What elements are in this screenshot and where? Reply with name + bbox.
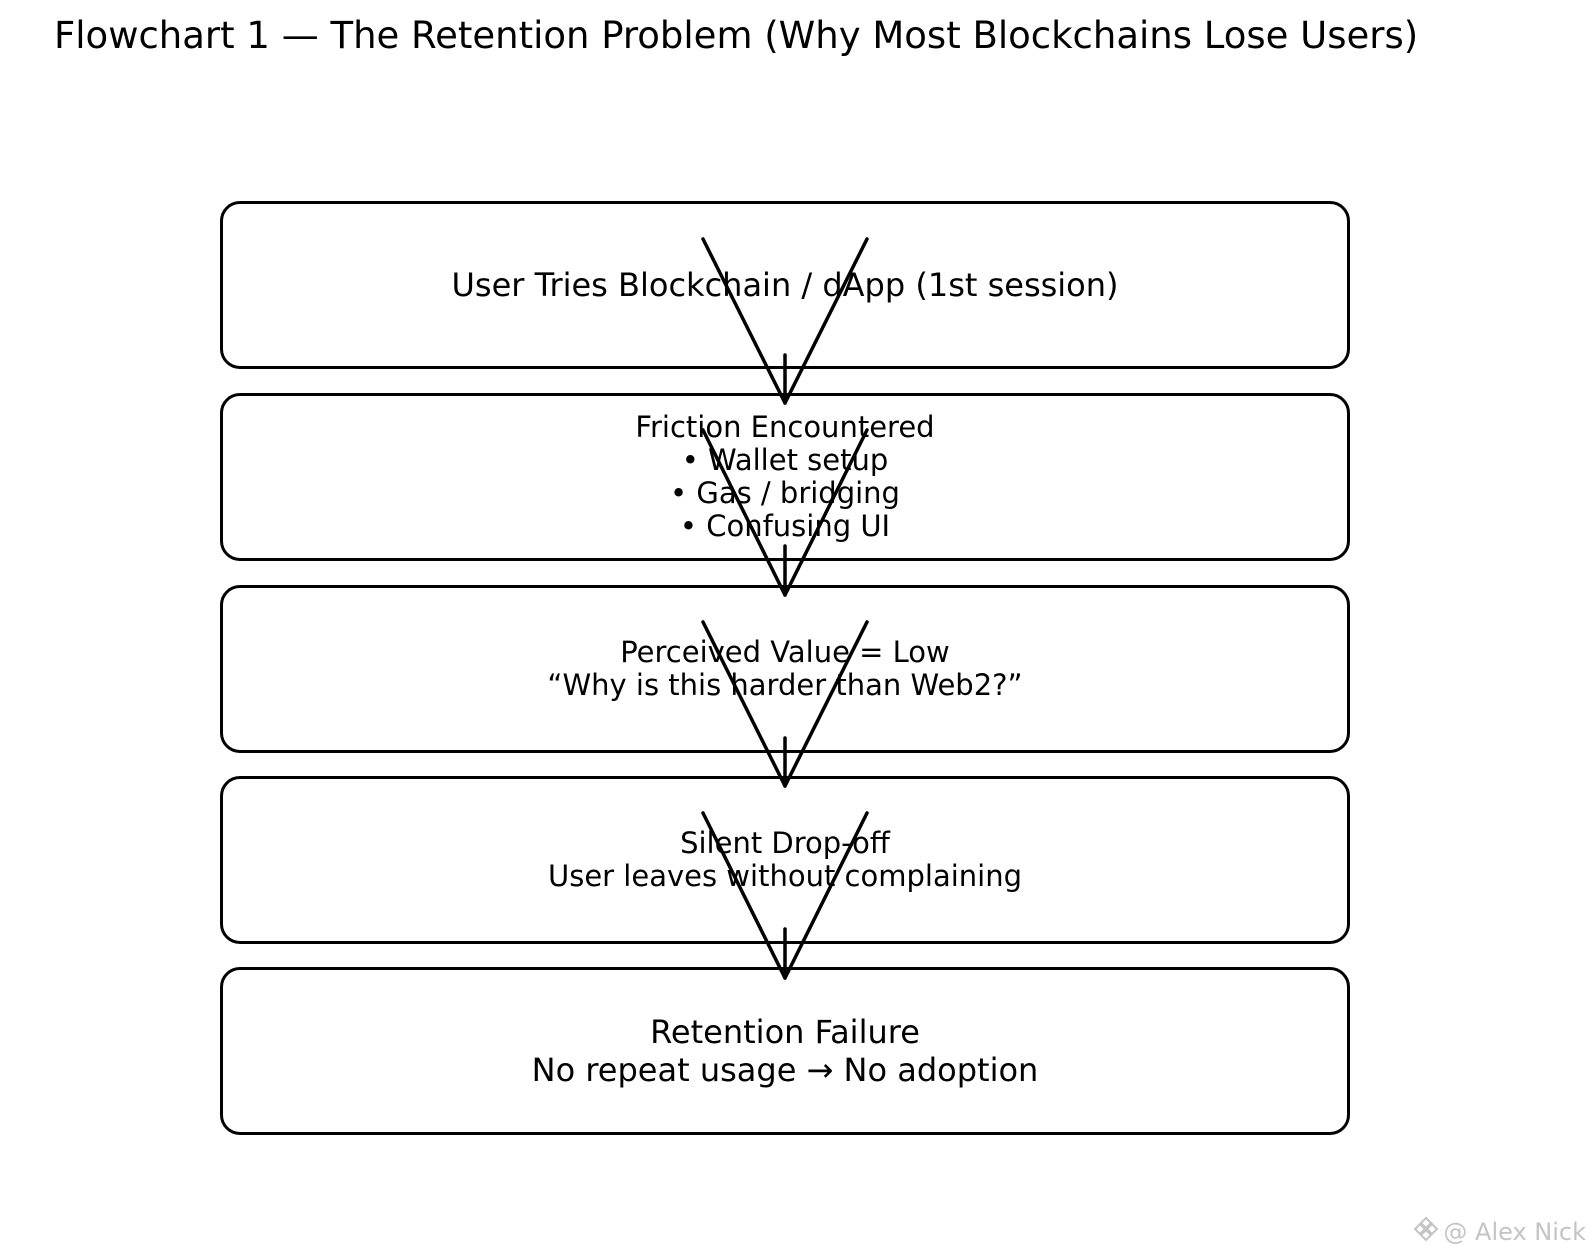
flow-node-friction: Friction Encountered • Wallet setup • Ga… (220, 393, 1350, 561)
node-heading: Perceived Value = Low (620, 635, 950, 669)
node-subtext: No repeat usage → No adoption (531, 1051, 1039, 1089)
node-bullet: • Wallet setup (681, 443, 889, 477)
node-heading: Friction Encountered (635, 410, 935, 444)
flow-node-retention-failure: Retention Failure No repeat usage → No a… (220, 967, 1350, 1135)
node-heading: Retention Failure (650, 1013, 920, 1051)
flow-node-user-tries: User Tries Blockchain / dApp (1st sessio… (220, 201, 1350, 369)
node-heading: Silent Drop-off (680, 826, 890, 860)
flow-node-silent-dropoff: Silent Drop-off User leaves without comp… (220, 776, 1350, 944)
watermark: @ Alex Nick (1413, 1216, 1586, 1248)
node-bullet: • Gas / bridging (670, 476, 900, 510)
node-subtext: “Why is this harder than Web2?” (547, 668, 1023, 702)
node-text: User Tries Blockchain / dApp (1st sessio… (451, 266, 1119, 304)
watermark-text: @ Alex Nick (1443, 1218, 1586, 1246)
node-subtext: User leaves without complaining (547, 859, 1022, 893)
binance-square-icon (1413, 1216, 1439, 1248)
page-title: Flowchart 1 — The Retention Problem (Why… (54, 14, 1419, 57)
flow-node-perceived-value: Perceived Value = Low “Why is this harde… (220, 585, 1350, 753)
node-bullet: • Confusing UI (679, 509, 891, 543)
